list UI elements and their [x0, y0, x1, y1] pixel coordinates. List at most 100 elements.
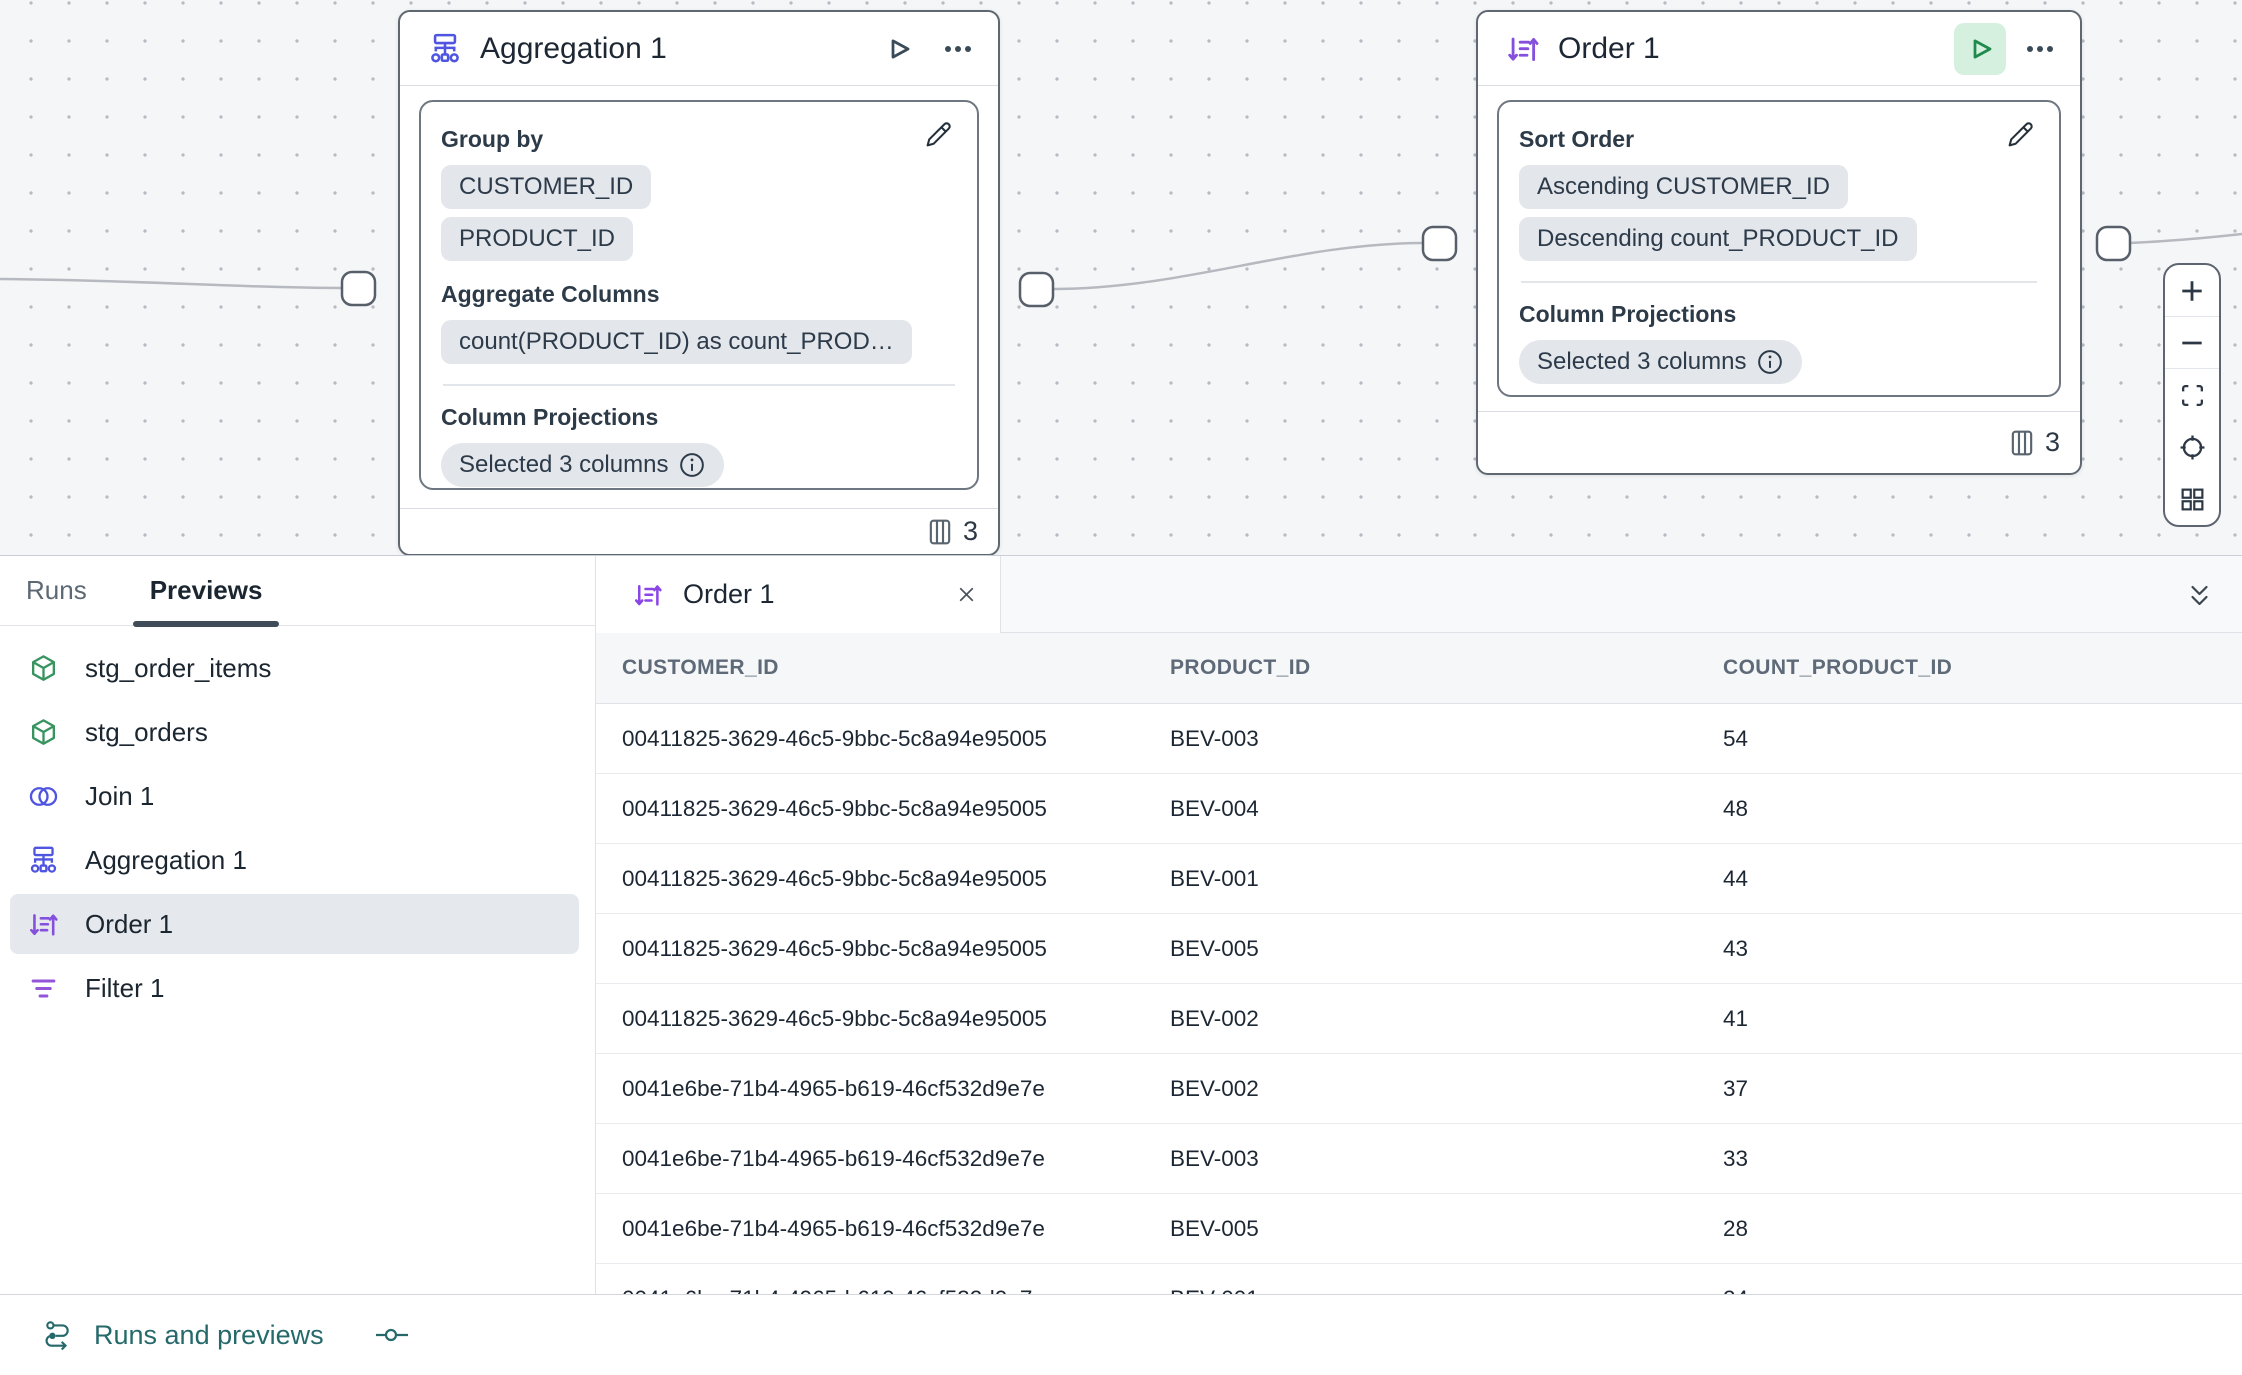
column-projections-label: Column Projections: [441, 404, 659, 430]
cell-count-product-id: 48: [1723, 795, 1749, 821]
aggregation-icon: [428, 32, 462, 66]
cell-product-id: BEV-004: [1170, 795, 1259, 821]
table-row[interactable]: 00411825-3629-46c5-9bbc-5c8a94e95005 BEV…: [596, 914, 2242, 984]
list-item-stg-order-items[interactable]: stg_order_items: [10, 638, 579, 698]
sort-icon: [633, 580, 663, 610]
cell-product-id: BEV-002: [1170, 1075, 1259, 1101]
cell-customer-id: 0041e6be-71b4-4965-b619-46cf532d9e7e: [622, 1215, 1045, 1241]
sort-order-label: Sort Order: [1519, 126, 1635, 152]
order-node-header[interactable]: Order 1: [1478, 12, 2080, 86]
aggregation-config-card[interactable]: Group by CUSTOMER_ID PRODUCT_ID Aggregat…: [419, 100, 979, 490]
filter-icon: [28, 973, 59, 1004]
info-icon: [678, 451, 706, 479]
preview-tab-order-1[interactable]: Order 1: [596, 556, 1001, 633]
cell-count-product-id: 33: [1723, 1145, 1749, 1171]
cell-product-id: BEV-003: [1170, 1145, 1259, 1171]
aggregation-node[interactable]: Aggregation 1 Group by CUSTOMER_ID PRODU…: [398, 10, 1000, 556]
table-row[interactable]: 00411825-3629-46c5-9bbc-5c8a94e95005 BEV…: [596, 704, 2242, 774]
preview-table-pane: Order 1 CUSTOMER_ID PRODUCT_ID COUNT_PRO…: [596, 555, 2242, 1295]
cell-customer-id: 0041e6be-71b4-4965-b619-46cf532d9e7e: [622, 1286, 1170, 1296]
preview-tab-bar: Order 1: [596, 556, 2242, 633]
list-item-join-1[interactable]: Join 1: [10, 766, 579, 826]
list-item-filter-1[interactable]: Filter 1: [10, 958, 579, 1018]
cell-customer-id: 00411825-3629-46c5-9bbc-5c8a94e95005: [622, 725, 1047, 751]
aggregation-icon: [28, 845, 59, 876]
runs-previews-panel: Runs Previews stg_order_items stg_orders: [0, 555, 596, 1294]
selected-columns-chip[interactable]: Selected 3 columns: [1519, 340, 1803, 384]
join-icon: [28, 781, 59, 812]
aggregate-column-chip: count(PRODUCT_ID) as count_PROD…: [441, 320, 912, 364]
cell-product-id: BEV-005: [1170, 935, 1259, 961]
cell-product-id: BEV-001: [1170, 1286, 1723, 1296]
column-header-customer-id[interactable]: CUSTOMER_ID: [622, 656, 779, 679]
cell-count-product-id: 54: [1723, 725, 1749, 751]
cube-icon: [28, 653, 59, 684]
cell-count-product-id: 44: [1723, 865, 1749, 891]
table-body[interactable]: 00411825-3629-46c5-9bbc-5c8a94e95005 BEV…: [596, 704, 2242, 1295]
edge-connections: [0, 225, 2242, 308]
cell-product-id: BEV-001: [1170, 865, 1259, 891]
columns-count-icon: [2009, 429, 2035, 457]
cell-product-id: BEV-002: [1170, 1005, 1259, 1031]
table-row[interactable]: 0041e6be-71b4-4965-b619-46cf532d9e7e BEV…: [596, 1194, 2242, 1264]
more-options-icon[interactable]: [942, 44, 974, 54]
group-by-chip: CUSTOMER_ID: [441, 165, 652, 209]
table-row[interactable]: 00411825-3629-46c5-9bbc-5c8a94e95005 BEV…: [596, 984, 2242, 1054]
edit-icon[interactable]: [2006, 120, 2035, 149]
tab-previews[interactable]: Previews: [132, 556, 280, 627]
section-divider: [443, 384, 955, 386]
collapse-panel-icon[interactable]: [2187, 582, 2212, 610]
more-options-icon[interactable]: [2024, 44, 2056, 54]
cell-count-product-id: 28: [1723, 1215, 1749, 1241]
table-row[interactable]: 0041e6be-71b4-4965-b619-46cf532d9e7e BEV…: [596, 1054, 2242, 1124]
column-header-count-product-id[interactable]: COUNT_PRODUCT_ID: [1723, 656, 1953, 679]
list-item-order-1[interactable]: Order 1: [10, 894, 579, 954]
aggregation-output-port: [1018, 271, 1055, 308]
aggregation-node-header[interactable]: Aggregation 1: [400, 12, 998, 86]
preview-node-list: stg_order_items stg_orders Join 1 Aggreg…: [0, 626, 595, 1018]
sort-icon: [1506, 32, 1540, 66]
runs-and-previews-icon: [44, 1319, 76, 1351]
node-title: Aggregation 1: [480, 31, 667, 65]
selected-columns-chip[interactable]: Selected 3 columns: [441, 443, 725, 487]
sort-chip: Ascending CUSTOMER_ID: [1519, 165, 1848, 209]
column-header-product-id[interactable]: PRODUCT_ID: [1170, 656, 1311, 679]
preview-tab-label: Order 1: [683, 579, 775, 609]
cell-product-id: BEV-003: [1170, 725, 1259, 751]
run-node-button-active[interactable]: [1954, 22, 2006, 75]
locate-icon[interactable]: [2165, 421, 2219, 473]
fit-view-icon[interactable]: [2165, 369, 2219, 421]
list-item-aggregation-1[interactable]: Aggregation 1: [10, 830, 579, 890]
graph-canvas[interactable]: Aggregation 1 Group by CUSTOMER_ID PRODU…: [0, 0, 2242, 556]
grid-view-icon[interactable]: [2165, 473, 2219, 525]
cube-icon: [28, 717, 59, 748]
commit-node-icon[interactable]: [374, 1323, 410, 1347]
aggregate-columns-label: Aggregate Columns: [441, 281, 660, 307]
table-row[interactable]: 00411825-3629-46c5-9bbc-5c8a94e95005 BEV…: [596, 844, 2242, 914]
list-item-stg-orders[interactable]: stg_orders: [10, 702, 579, 762]
cell-customer-id: 00411825-3629-46c5-9bbc-5c8a94e95005: [622, 865, 1047, 891]
cell-product-id: BEV-005: [1170, 1215, 1259, 1241]
order-input-port: [1421, 225, 1458, 262]
node-footer: 3: [1478, 411, 2080, 473]
zoom-out-icon[interactable]: [2165, 317, 2219, 369]
tab-runs[interactable]: Runs: [26, 575, 87, 605]
order-config-card[interactable]: Sort Order Ascending CUSTOMER_ID Descend…: [1497, 100, 2061, 397]
table-header-row: CUSTOMER_ID PRODUCT_ID COUNT_PRODUCT_ID: [596, 633, 2242, 704]
runs-and-previews-label[interactable]: Runs and previews: [94, 1319, 324, 1350]
cell-customer-id: 00411825-3629-46c5-9bbc-5c8a94e95005: [622, 1005, 1047, 1031]
close-icon[interactable]: [955, 583, 978, 606]
table-row[interactable]: 00411825-3629-46c5-9bbc-5c8a94e95005 BEV…: [596, 774, 2242, 844]
column-projections-label: Column Projections: [1519, 301, 1737, 327]
group-by-label: Group by: [441, 126, 544, 152]
order-output-port: [2095, 225, 2132, 262]
table-row[interactable]: 0041e6be-71b4-4965-b619-46cf532d9e7e BEV…: [596, 1124, 2242, 1194]
zoom-in-icon[interactable]: [2165, 265, 2219, 317]
run-node-button[interactable]: [872, 23, 924, 75]
order-node[interactable]: Order 1 Sort Order Ascending CUSTOMER_ID…: [1476, 10, 2082, 475]
cell-count-product-id: 24: [1723, 1286, 2242, 1296]
edit-icon[interactable]: [924, 120, 953, 149]
bottom-status-bar: Runs and previews: [0, 1294, 2242, 1375]
table-row[interactable]: 0041e6be-71b4-4965-b619-46cf532d9e7e BEV…: [596, 1264, 2242, 1296]
